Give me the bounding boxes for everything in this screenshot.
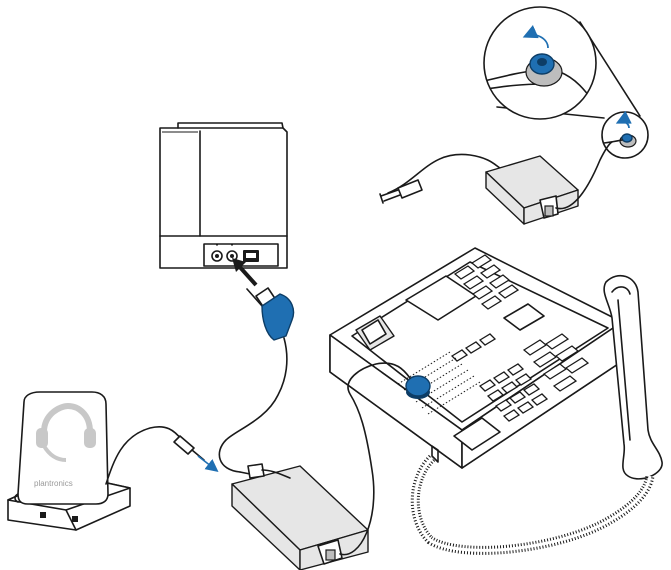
- detail-circle: [602, 112, 648, 158]
- desk-telephone: [330, 248, 624, 468]
- brand-label: plantronics: [34, 479, 73, 488]
- headset-base-unit: [160, 123, 287, 285]
- coiled-cord: [415, 458, 650, 550]
- top-power-supply: [380, 142, 612, 224]
- direction-arrow-icon: [198, 456, 216, 470]
- blue-audio-plug: [219, 288, 293, 472]
- barrel-plug: [380, 180, 422, 203]
- blue-button: [406, 376, 430, 399]
- zoom-callout: [480, 7, 640, 119]
- handset: [604, 276, 662, 479]
- charging-base: plantronics: [8, 392, 216, 530]
